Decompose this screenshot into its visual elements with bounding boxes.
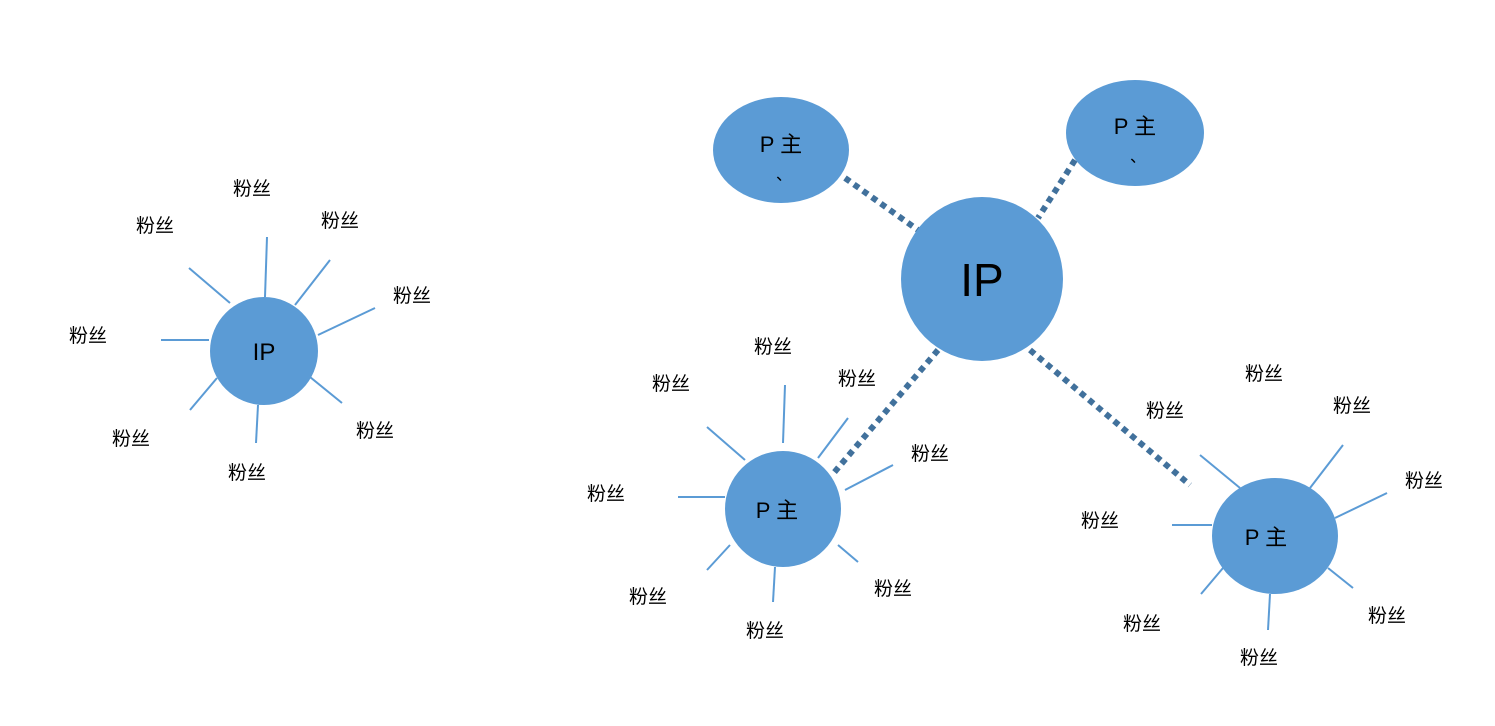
ip-label: IP (253, 339, 276, 366)
host-label: P 主 (756, 498, 798, 523)
spoke (264, 236, 268, 298)
fan-label: 粉丝 (629, 586, 667, 608)
fan-label: 粉丝 (136, 215, 174, 237)
fan-label: 粉丝 (1405, 470, 1443, 492)
host-ellipse (1212, 478, 1338, 594)
fan-label: 粉丝 (1240, 647, 1278, 669)
ip-node (210, 297, 318, 405)
fan-label: 粉丝 (874, 578, 912, 600)
fan-label: 粉丝 (754, 336, 792, 358)
dotted-connector (1028, 347, 1192, 488)
fan-label: 粉丝 (911, 443, 949, 465)
spoke (1309, 444, 1344, 489)
host-ellipse (713, 97, 849, 203)
spoke (1334, 492, 1388, 519)
fan-label: 粉丝 (112, 428, 150, 450)
fan-label: 粉丝 (1081, 510, 1119, 532)
spoke (188, 267, 231, 304)
dotted-connector (843, 175, 920, 233)
dotted-connector (829, 348, 941, 477)
host-ellipse (1066, 80, 1204, 186)
host-node-top-right: P 主 、 (1066, 80, 1204, 186)
fan-label: 粉丝 (838, 368, 876, 390)
spoke (1267, 593, 1271, 631)
fan-label: 粉丝 (228, 462, 266, 484)
spoke (1199, 454, 1241, 489)
spoke (309, 376, 343, 404)
host-mark: 、 (1130, 147, 1146, 166)
spoke (1200, 567, 1224, 595)
fan-label: 粉丝 (69, 325, 107, 347)
host-node-bottom-left: P 主 粉丝 粉丝 粉丝 粉丝 粉丝 粉丝 粉丝 粉丝 (587, 336, 949, 642)
spoke (294, 259, 331, 306)
fan-label: 粉丝 (746, 620, 784, 642)
spoke (782, 384, 786, 444)
host-node-top-left: P 主 、 (713, 97, 849, 203)
spoke (772, 566, 776, 603)
host-label: P 主 (760, 132, 802, 157)
spoke (1327, 567, 1354, 589)
fan-label: 粉丝 (1245, 363, 1283, 385)
fan-label: 粉丝 (356, 420, 394, 442)
ip-node-large (901, 197, 1063, 361)
spoke (844, 464, 894, 491)
host-mark: 、 (776, 165, 792, 184)
fan-label: 粉丝 (321, 210, 359, 232)
fan-label: 粉丝 (1123, 613, 1161, 635)
spoke (706, 426, 746, 461)
spoke (706, 544, 731, 571)
spoke (189, 377, 218, 411)
ip-label: IP (960, 254, 1003, 306)
spoke (255, 404, 259, 444)
fan-label: 粉丝 (587, 483, 625, 505)
fan-label: 粉丝 (233, 178, 271, 200)
spoke (837, 544, 859, 563)
fan-label: 粉丝 (1368, 605, 1406, 627)
host-ellipse (725, 451, 841, 567)
host-label: P 主 (1114, 114, 1156, 139)
fan-label: 粉丝 (1333, 395, 1371, 417)
fan-label: 粉丝 (393, 285, 431, 307)
right-ip-network: IP P 主 、 P 主 、 P 主 粉丝 粉丝 粉丝 粉丝 粉丝 (587, 80, 1443, 669)
spoke (317, 307, 376, 336)
dotted-connector (1035, 158, 1078, 220)
left-ip-cluster: IP 粉丝 粉丝 粉丝 粉丝 粉丝 粉丝 粉丝 粉丝 (69, 178, 431, 484)
host-node-bottom-right: P 主 粉丝 粉丝 粉丝 粉丝 粉丝 粉丝 粉丝 粉丝 (1081, 363, 1443, 669)
fan-label: 粉丝 (652, 373, 690, 395)
fan-label: 粉丝 (1146, 400, 1184, 422)
spoke (817, 417, 849, 459)
host-label: P 主 (1245, 525, 1287, 550)
